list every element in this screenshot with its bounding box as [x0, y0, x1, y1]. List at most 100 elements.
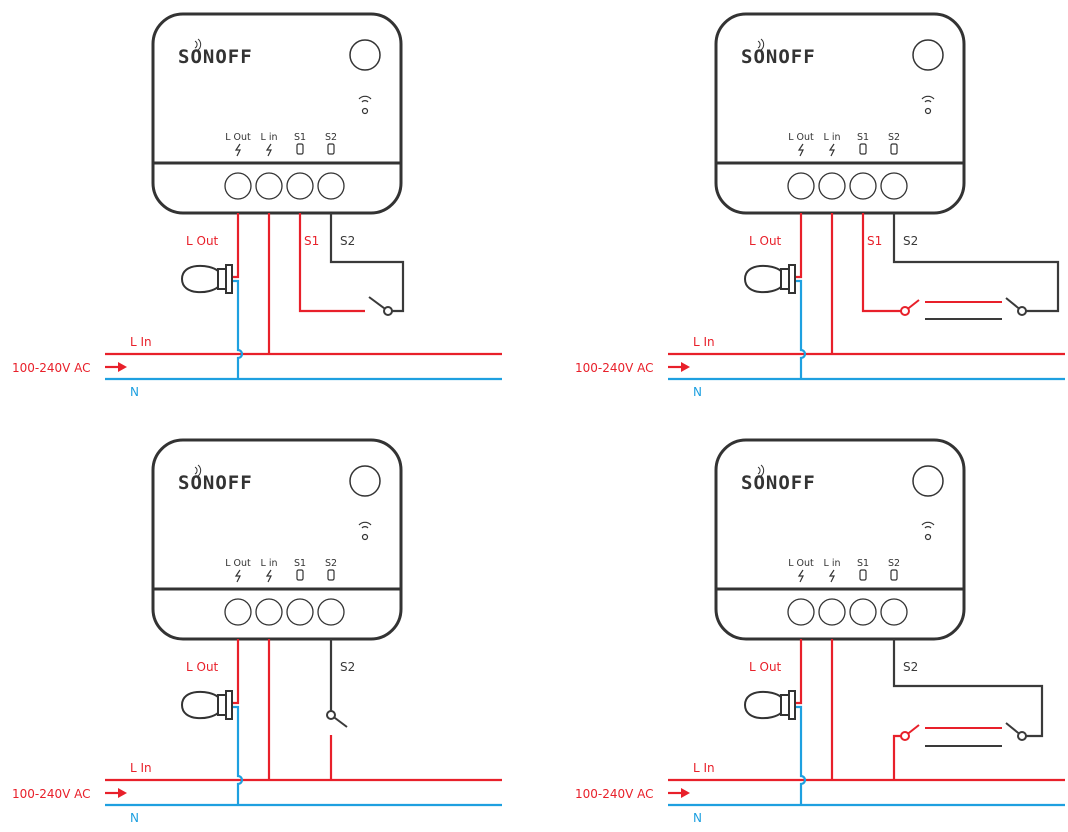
terminal-label: S1 — [857, 558, 869, 569]
supply-label: 100-240V AC — [12, 787, 91, 801]
terminal-screw — [818, 598, 846, 626]
status-led — [924, 533, 932, 541]
switch-icon — [327, 143, 335, 155]
terminal-screw — [255, 172, 283, 200]
l-in-label: L In — [693, 335, 715, 349]
s2-wire — [329, 213, 405, 313]
brand-logo: SONOFF — [741, 46, 816, 68]
terminal-screw — [787, 172, 815, 200]
two-way-switch-1-pivot — [900, 306, 910, 316]
terminal-label: L in — [824, 558, 841, 569]
terminal-screw — [880, 172, 908, 200]
s1-wire — [298, 213, 365, 313]
lightning-icon — [828, 569, 835, 583]
status-led — [361, 107, 369, 115]
wifi-led-icon — [921, 95, 935, 103]
terminal-screw — [787, 598, 815, 626]
l-out-wire — [232, 213, 240, 279]
terminal-label: L Out — [788, 132, 814, 143]
two-way-switch-2-pivot — [1017, 306, 1027, 316]
terminal-screw — [224, 598, 252, 626]
lightning-icon — [234, 569, 241, 583]
brand-logo: SONOFF — [178, 472, 253, 494]
s1-label: S1 — [304, 234, 319, 248]
s2-wire — [892, 213, 1060, 313]
terminal-label: S1 — [294, 558, 306, 569]
bulb-cap — [225, 264, 233, 294]
s2-label: S2 — [340, 660, 355, 674]
terminal-label: L Out — [225, 558, 251, 569]
bulb-cap — [788, 264, 796, 294]
switch-icon — [327, 569, 335, 581]
n-label: N — [693, 385, 702, 399]
status-led — [361, 533, 369, 541]
n-label: N — [693, 811, 702, 825]
arrow-head-icon — [118, 362, 127, 372]
pairing-button — [912, 39, 944, 71]
switch-icon — [859, 143, 867, 155]
arrow-head-icon — [681, 362, 690, 372]
switch-icon — [890, 143, 898, 155]
terminal-screw — [255, 598, 283, 626]
wall-switch-pivot — [383, 306, 393, 316]
terminal-label: L in — [261, 132, 278, 143]
l-out-wire — [795, 213, 803, 279]
lightning-icon — [828, 143, 835, 157]
l-out-label: L Out — [186, 660, 219, 674]
terminal-screw — [317, 172, 345, 200]
bulb-glass — [180, 264, 219, 294]
logo-wifi-icon — [194, 38, 202, 51]
bulb-neutral-wire — [232, 705, 244, 805]
terminal-screw — [224, 172, 252, 200]
n-label: N — [130, 811, 139, 825]
l-out-label: L Out — [749, 234, 782, 248]
bulb-glass — [180, 690, 219, 720]
l-out-label: L Out — [749, 660, 782, 674]
l-in-label: L In — [693, 761, 715, 775]
bulb-glass — [743, 264, 782, 294]
status-led — [924, 107, 932, 115]
bulb-cap — [225, 690, 233, 720]
terminal-screw — [286, 172, 314, 200]
terminal-label: S2 — [888, 558, 900, 569]
s1-label: S1 — [867, 234, 882, 248]
supply-label: 100-240V AC — [575, 361, 654, 375]
lightning-icon — [265, 569, 272, 583]
switch-icon — [890, 569, 898, 581]
light-bulb-icon — [743, 690, 796, 720]
two-way-switch-1-pivot — [900, 731, 910, 741]
bulb-base — [217, 694, 227, 716]
terminal-screw — [849, 172, 877, 200]
switch-live-wire — [892, 734, 901, 780]
bulb-neutral-wire — [795, 279, 807, 379]
pairing-button — [912, 465, 944, 497]
switch-icon — [296, 143, 304, 155]
terminal-label: S1 — [294, 132, 306, 143]
bulb-glass — [743, 690, 782, 720]
lightning-icon — [797, 143, 804, 157]
terminal-label: L in — [824, 132, 841, 143]
l-out-wire — [232, 639, 240, 705]
s2-wire — [892, 639, 1044, 738]
terminal-label: L Out — [788, 558, 814, 569]
logo-wifi-icon — [194, 464, 202, 477]
terminal-label: L in — [261, 558, 278, 569]
brand-logo: SONOFF — [178, 46, 253, 68]
terminal-screw — [317, 598, 345, 626]
wifi-led-icon — [921, 521, 935, 529]
l-out-label: L Out — [186, 234, 219, 248]
bulb-neutral-wire — [232, 279, 244, 379]
terminal-screw — [880, 598, 908, 626]
terminal-label: S2 — [325, 132, 337, 143]
pairing-button — [349, 39, 381, 71]
bulb-neutral-wire — [795, 705, 807, 805]
s2-label: S2 — [903, 660, 918, 674]
s2-label: S2 — [903, 234, 918, 248]
